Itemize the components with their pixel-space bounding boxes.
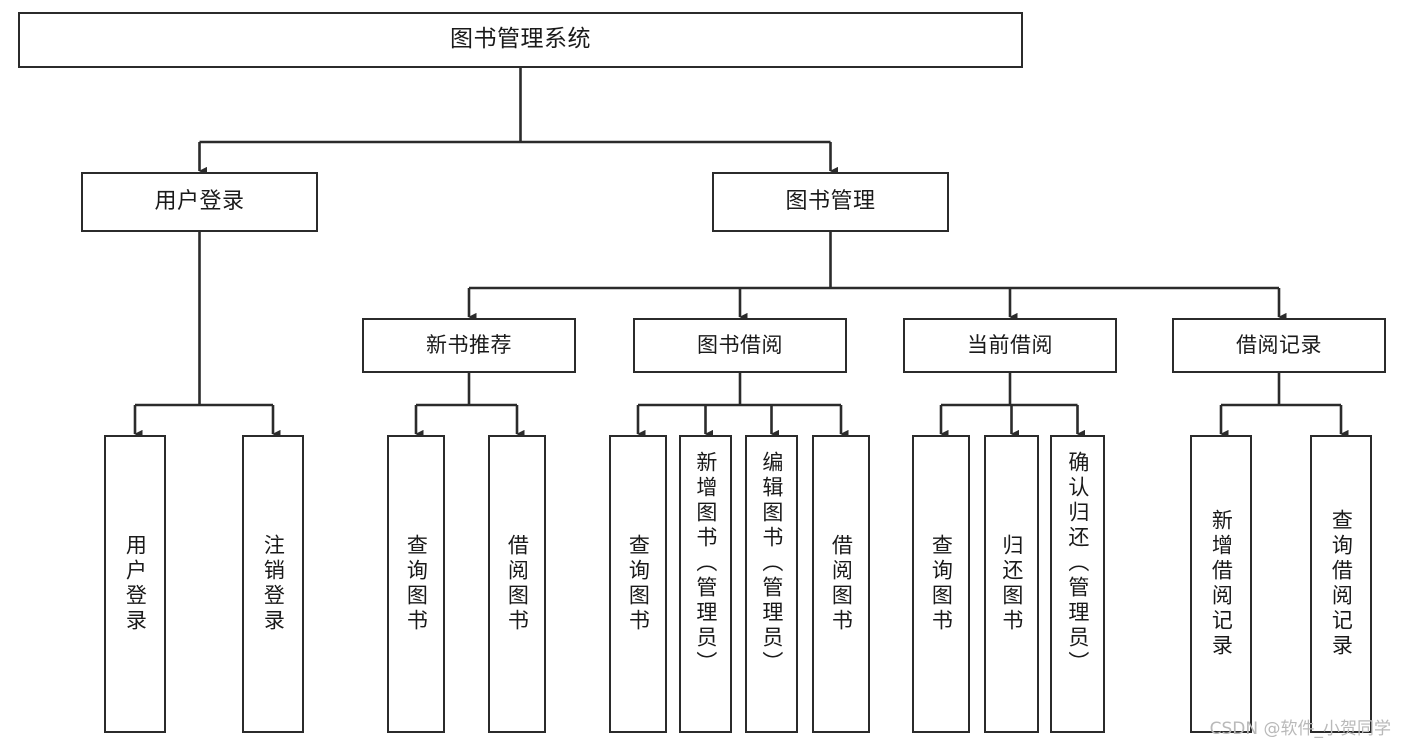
node-label: 查询图书 <box>929 534 954 634</box>
node-book-borrow[interactable]: 图书借阅 <box>633 318 847 373</box>
leaf-logout[interactable]: 注销登录 <box>242 435 304 733</box>
node-label: 图书管理 <box>785 189 876 215</box>
node-label: 注销登录 <box>261 534 286 634</box>
leaf-query-book[interactable]: 查询图书 <box>609 435 667 733</box>
node-user-login[interactable]: 用户登录 <box>81 172 318 232</box>
node-label: 图书借阅 <box>697 333 783 358</box>
leaf-borrow-book[interactable]: 借阅图书 <box>812 435 870 733</box>
node-borrow-record[interactable]: 借阅记录 <box>1172 318 1386 373</box>
node-book-management[interactable]: 图书管理 <box>712 172 949 232</box>
node-current-borrow[interactable]: 当前借阅 <box>903 318 1117 373</box>
node-label: 归还图书 <box>999 534 1024 634</box>
watermark: CSDN @软件_小贺同学 <box>1209 719 1391 739</box>
leaf-query-book-current[interactable]: 查询图书 <box>912 435 970 733</box>
leaf-return-book[interactable]: 归还图书 <box>984 435 1039 733</box>
node-label: 当前借阅 <box>967 333 1053 358</box>
leaf-add-book-admin[interactable]: 新增图书（管理员） <box>679 435 732 733</box>
node-label: 查询图书 <box>404 534 429 634</box>
node-root[interactable]: 图书管理系统 <box>18 12 1023 68</box>
node-new-book-recommend[interactable]: 新书推荐 <box>362 318 576 373</box>
node-label: 用户登录 <box>154 189 245 215</box>
leaf-query-borrow-record[interactable]: 查询借阅记录 <box>1310 435 1372 733</box>
leaf-edit-book-admin[interactable]: 编辑图书（管理员） <box>745 435 798 733</box>
node-label: 编辑图书（管理员） <box>759 451 784 676</box>
node-label: 新增借阅记录 <box>1209 509 1234 659</box>
node-label: 新书推荐 <box>426 333 512 358</box>
node-label: 借阅图书 <box>505 534 530 634</box>
leaf-add-borrow-record[interactable]: 新增借阅记录 <box>1190 435 1252 733</box>
leaf-borrow-book-recommend[interactable]: 借阅图书 <box>488 435 546 733</box>
leaf-query-book-recommend[interactable]: 查询图书 <box>387 435 445 733</box>
node-label: 查询图书 <box>626 534 651 634</box>
node-label: 图书管理系统 <box>450 26 591 53</box>
node-label: 用户登录 <box>123 534 148 634</box>
node-label: 确认归还（管理员） <box>1065 451 1090 676</box>
leaf-confirm-return-admin[interactable]: 确认归还（管理员） <box>1050 435 1105 733</box>
node-label: 借阅图书 <box>829 534 854 634</box>
node-label: 借阅记录 <box>1236 333 1322 358</box>
node-label: 新增图书（管理员） <box>693 451 718 676</box>
leaf-user-login[interactable]: 用户登录 <box>104 435 166 733</box>
node-label: 查询借阅记录 <box>1329 509 1354 659</box>
